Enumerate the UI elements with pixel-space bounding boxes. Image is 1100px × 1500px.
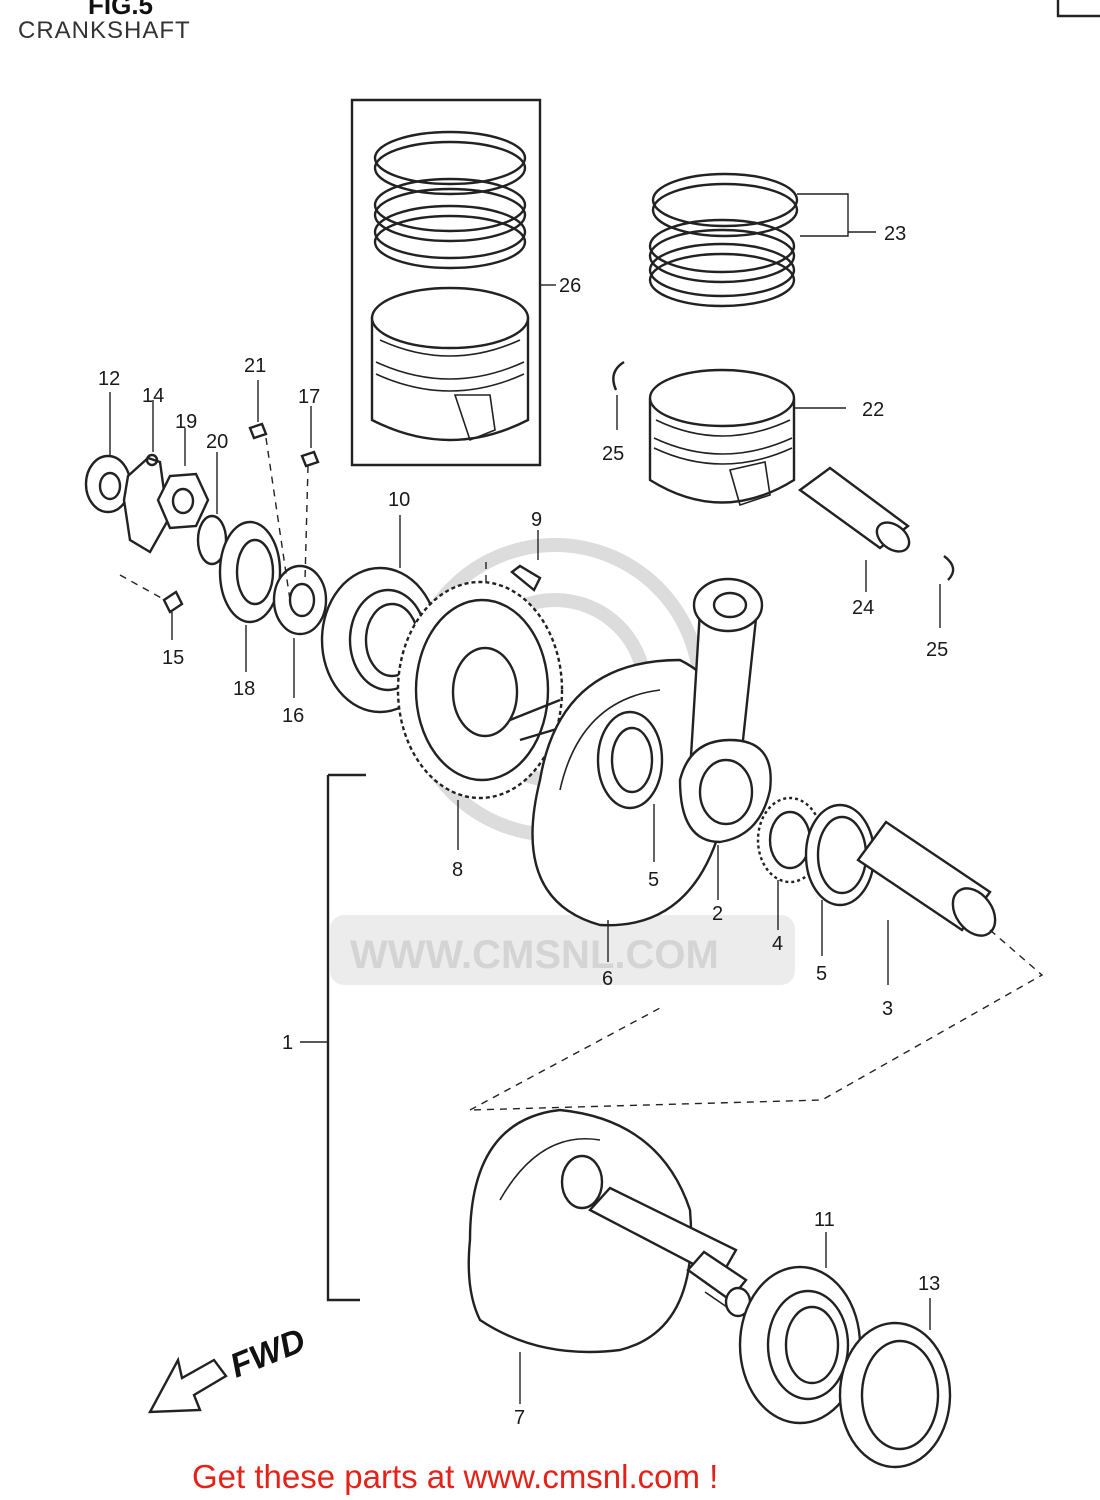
page-title: CRANKSHAFT (18, 17, 191, 44)
item1-bracket (326, 773, 366, 1302)
piston-pin (797, 466, 911, 592)
callout-25b: 25 (926, 639, 948, 661)
piston-set-group (350, 98, 556, 467)
callout-22: 22 (862, 399, 884, 421)
callout-6: 6 (602, 968, 613, 990)
primary-gear (396, 580, 564, 850)
fwd-arrow: FWD (147, 1321, 311, 1414)
watermark-text: WWW.CMSNL.COM (350, 933, 719, 977)
oil-seal (838, 1298, 952, 1469)
left-end-parts (84, 380, 328, 698)
piston (648, 368, 846, 507)
promo-link[interactable]: Get these parts at www.cmsnl.com ! (192, 1458, 718, 1495)
fwd-label: FWD (225, 1321, 311, 1385)
callout-17: 17 (298, 386, 320, 408)
callout-20: 20 (206, 431, 228, 453)
crank-web-right (467, 1108, 752, 1404)
callout-9: 9 (531, 509, 542, 531)
callout-19: 19 (175, 411, 197, 433)
callout-13: 13 (918, 1273, 940, 1295)
right-main-bearing (738, 1232, 862, 1425)
callout-26: 26 (559, 275, 581, 297)
figure-label: FIG.5 (88, 0, 153, 20)
callout-16: 16 (282, 705, 304, 727)
callout-14: 14 (142, 385, 164, 407)
circlip-right (943, 555, 955, 581)
callout-11: 11 (814, 1209, 835, 1231)
callout-5a: 5 (648, 869, 659, 891)
callout-15: 15 (162, 647, 184, 669)
callout-4: 4 (772, 933, 783, 955)
callout-10: 10 (388, 489, 410, 511)
callout-25a: 25 (602, 443, 624, 465)
callout-1: 1 (282, 1032, 293, 1054)
callout-3: 3 (882, 998, 893, 1020)
callout-12: 12 (98, 368, 120, 390)
crank-web-left (509, 658, 735, 962)
connecting-rod (678, 577, 772, 900)
thrust-washer (804, 803, 876, 956)
callout-8: 8 (452, 859, 463, 881)
piston-rings (648, 172, 876, 308)
circlip-top (612, 360, 625, 391)
callout-2: 2 (712, 903, 723, 925)
callout-18: 18 (233, 678, 255, 700)
corner-frame (1056, 0, 1100, 18)
callout-5b: 5 (816, 963, 827, 985)
crank-pin (469, 820, 1044, 1111)
callout-7: 7 (514, 1407, 525, 1429)
callout-21: 21 (244, 355, 266, 377)
callout-24: 24 (852, 597, 874, 619)
oil-jet (479, 530, 542, 641)
callout-23: 23 (884, 223, 906, 245)
